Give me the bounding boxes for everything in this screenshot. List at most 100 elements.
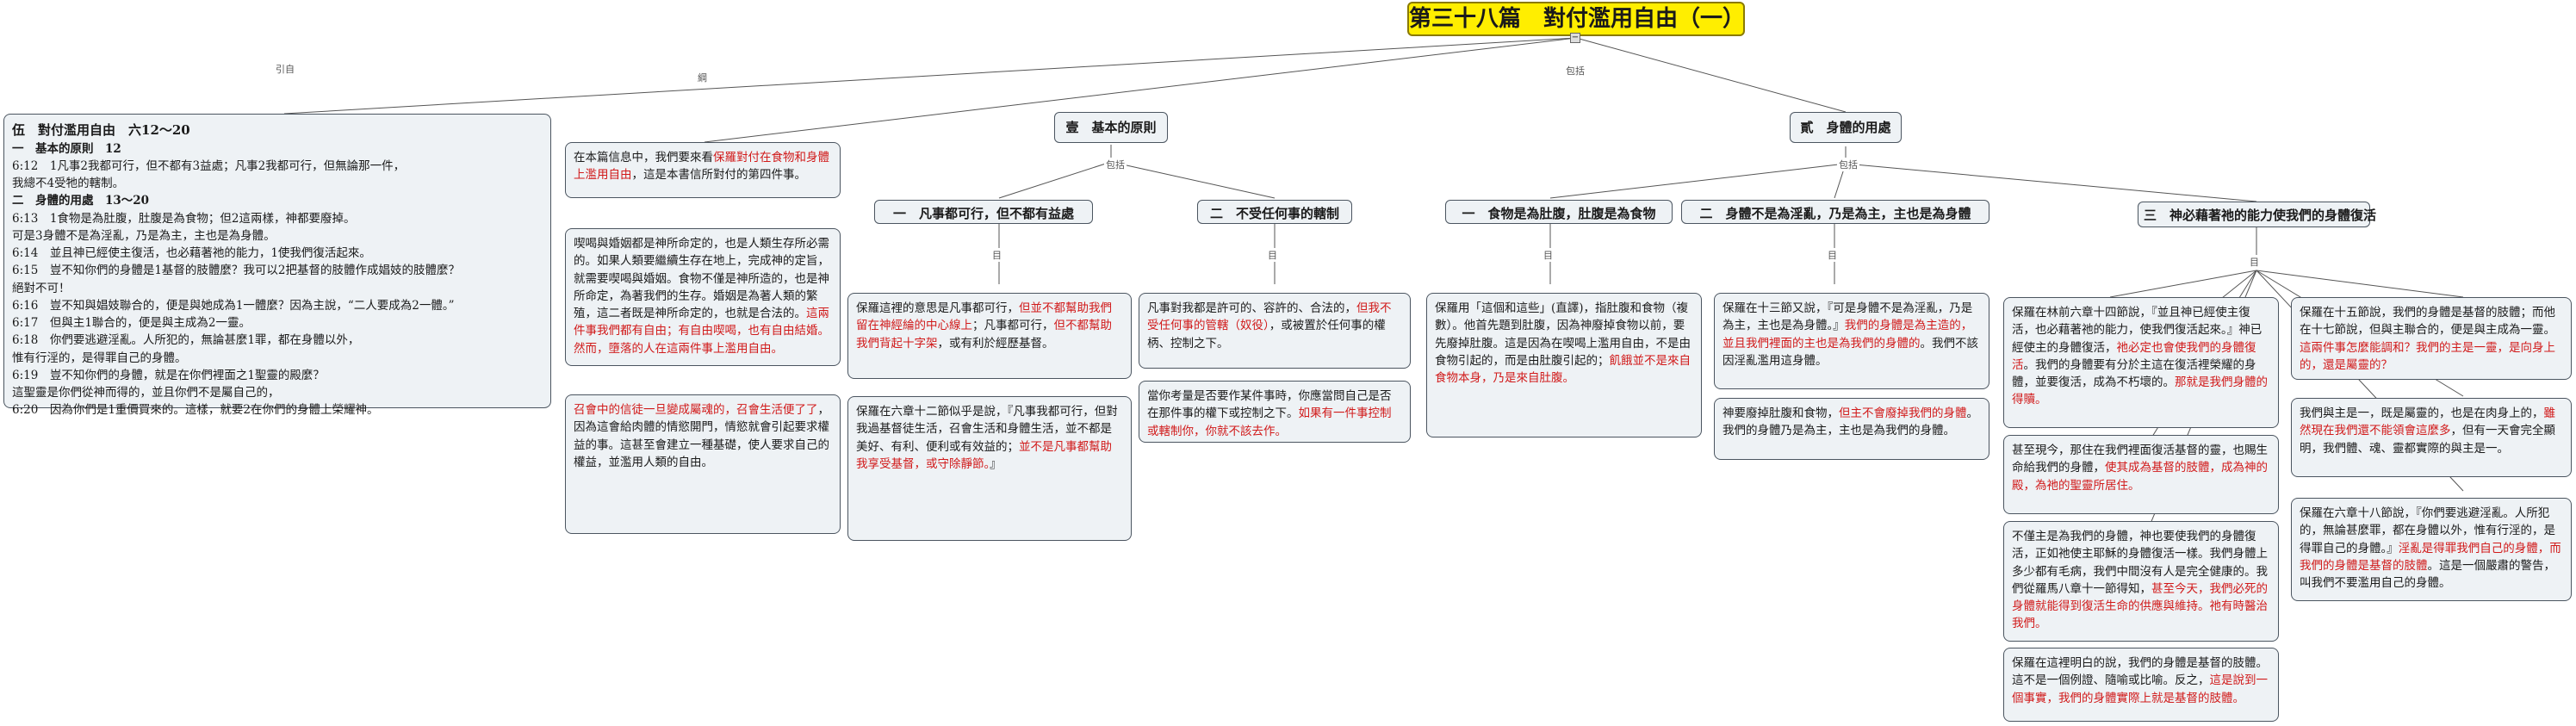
highlight-text: 但不都幫助我們背起十字架: [856, 319, 1112, 351]
section2-child2-node1[interactable]: 保羅在十三節又說，『可是身體不是為淫亂，乃是為主，主也是為身體。』我們的身體是為…: [1714, 293, 1989, 389]
scripture-line: 6:13 1食物是為肚腹，肚腹是為食物；但2這兩樣，神都要廢掉。: [12, 211, 356, 226]
highlight-text: 淫亂是得罪我們自己的身體，而我們的身體是基督的肢體: [2300, 541, 2561, 573]
node-text: 保羅這裡的意思是凡事都可行，: [856, 301, 1019, 315]
highlight-text: 如果有一件事控制或轄制你，你就不該去作。: [1147, 406, 1392, 438]
scripture-node[interactable]: 伍 對付濫用自由 六12～20 一 基本的原則 12 6:12 1凡事2我都可行，…: [3, 114, 551, 417]
node-text: ；凡事都可行，: [972, 319, 1054, 333]
highlight-text: 並不是凡事都幫助我享受基督，或守除靜節。: [856, 439, 1112, 471]
gang-node-2[interactable]: 喫喝與婚姻都是神所命定的，也是人類生存所必需的。如果人類要繼續生存在地上，完成神…: [565, 228, 841, 366]
scripture-line: 6:18 你們要逃避淫亂。人所犯的，無論甚麼1罪，都在身體以外，: [12, 333, 360, 348]
root-topic[interactable]: 第三十八篇 對付濫用自由（一）: [1407, 2, 1745, 36]
node-text: 不僅主是為我們的身體，神也要使我們的身體復活，正如祂使主耶穌的身體復活一樣。我們…: [2012, 530, 2268, 596]
section1-child2-title[interactable]: 二 不受任何事的轄制: [1197, 200, 1352, 224]
section2-child3-node7[interactable]: 保羅在六章十八節說，『你們要逃避淫亂。人所犯的，無論甚麼罪，都在身體以外，惟有行…: [2291, 498, 2572, 601]
node-text: 在本篇信息中，我們要來看: [574, 151, 713, 164]
highlight-text: 那就是我們身體的得贖。: [2012, 375, 2268, 407]
section1-title[interactable]: 壹 基本的原則: [1054, 112, 1168, 143]
edge-label-baokuo-s1: 包括: [1104, 158, 1127, 171]
highlight-text: 但我不受任何事的管轄（奴役）: [1147, 301, 1392, 333]
node-text: 。我們的身體乃是為主，主也是為我們的身體。: [1723, 406, 1978, 438]
section2-child3-title[interactable]: 三 神必藉著祂的能力使我們的身體復活: [2138, 202, 2376, 227]
section2-child3-node4[interactable]: 保羅在這裡明白的說，我們的身體是基督的肢體。這不是一個例證、隨喻或比喻。反之，這…: [2003, 648, 2279, 722]
node-text: 我們與主是一，既是屬靈的，也是在肉身上的，: [2300, 406, 2544, 420]
scripture-line: 6:20 因為你們是1重價買來的。這樣，就要2在你們的身體上榮耀神。: [12, 403, 379, 418]
gang-node-3[interactable]: 召會中的信徒一旦變成屬魂的，召會生活便了了，因為這會給肉體的情慾開門，情慾就會引…: [565, 394, 841, 534]
scripture-line: 6:16 豈不知與娼妓聯合的，便是與她成為1一體麼？因為主說，“二人要成為2一體…: [12, 298, 455, 313]
highlight-text: 召會中的信徒一旦變成屬魂的，召會生活便了了: [574, 403, 818, 417]
node-text: ，或被置於任何事的權柄、控制之下。: [1147, 319, 1386, 351]
node-text: 凡事對我都是許可的、容許的、合法的，: [1147, 301, 1356, 315]
section2-child3-node6[interactable]: 我們與主是一，既是屬靈的，也是在肉身上的，雖然現在我們還不能領會這麼多，但有一天…: [2291, 398, 2572, 477]
highlight-text: 使其成為基督的肢體，成為神的殿，為祂的聖靈所居住。: [2012, 461, 2268, 493]
node-text: 。這是一個嚴肅的警告，叫我們不要濫用自己的身體。: [2300, 558, 2555, 590]
node-text: 保羅用「這個和這些」(直譯)，指肚腹和食物（複數）。他首先題到肚腹，因為神廢掉食…: [1435, 301, 1691, 368]
highlight-text: 但主不會廢掉我們的身體: [1839, 406, 1967, 420]
highlight-text: 這兩件事我們都有自由；有自由喫喝，也有自由結婚。然而，墮落的人在這兩件事上濫用自…: [574, 307, 829, 356]
edge-label-yinzi: 引自: [274, 62, 296, 76]
edge-label-mu-3: 目: [1542, 248, 1555, 262]
scripture-line: 絕對不可！: [12, 281, 71, 295]
scripture-line: 二 身體的用處 13～20: [12, 194, 150, 208]
highlight-text: 雖然現在我們還不能領會這麼多: [2300, 406, 2555, 438]
scripture-line: 惟有行淫的，是得罪自己的身體。: [12, 351, 187, 365]
scripture-line: 6:14 並且神已經使主復活，也必藉著祂的能力，1使我們復活起來。: [12, 246, 371, 260]
gang-node-1[interactable]: 在本篇信息中，我們要來看保羅對付在食物和身體上濫用自由，這是本書信所對付的第四件…: [565, 142, 841, 198]
scripture-line: 可是3身體不是為淫亂，乃是為主，主也是為身體。: [12, 228, 276, 243]
section2-child3-node1[interactable]: 保羅在林前六章十四節說，『並且神已經使主復活，也必藉著祂的能力，使我們復活起來。…: [2003, 297, 2279, 428]
node-text: ，或有利於經歷基督。: [937, 336, 1054, 351]
highlight-text: 保羅對付在食物和身體上濫用自由: [574, 151, 829, 183]
edge-label-mu-4: 目: [1826, 248, 1839, 262]
edge-label-mu-2: 目: [1266, 248, 1279, 262]
highlight-text: 但並不都幫助我們留在神經綸的中心線上: [856, 301, 1112, 333]
scripture-line: 我總不4受牠的轄制。: [12, 177, 125, 190]
section2-child3-node5[interactable]: 保羅在十五節說，我們的身體是基督的肢體；而他在十七節說，但與主聯合的，便是與主成…: [2291, 297, 2572, 380]
node-text: 保羅在十三節又說，『可是身體不是為淫亂，乃是為主，主也是為身體。』: [1723, 301, 1973, 333]
section2-child3-node3[interactable]: 不僅主是為我們的身體，神也要使我們的身體復活，正如祂使主耶穌的身體復活一樣。我們…: [2003, 521, 2279, 642]
edge-label-baokuo-root: 包括: [1564, 64, 1586, 78]
highlight-text: 我們的身體是為主造的，並且我們裡面的主也是為我們的身體的: [1723, 319, 1973, 351]
edge-label-mu-5: 目: [2248, 255, 2261, 269]
section1-child1-node2[interactable]: 保羅在六章十二節似乎是說，『凡事我都可行，但對我過基督徒生活，召會生活和身體生活…: [847, 396, 1132, 541]
node-text: ，這是本書信所對付的第四件事。: [631, 168, 807, 183]
node-text: 保羅在六章十八節說，『你們要逃避淫亂。人所犯的，無論甚麼罪，都在身體以外，惟有行…: [2300, 506, 2555, 555]
highlight-text: 這是說到一個事實，我們的身體實際上就是基督的肢體。: [2012, 673, 2268, 705]
node-text: 保羅在六章十二節似乎是說，『凡事我都可行，但對我過基督徒生活，召會生活和身體生活…: [856, 405, 1118, 454]
node-text: ，但有一天會完全顯明，我們體、魂、靈都實際的與主是一。: [2300, 424, 2555, 456]
scripture-heading: 伍 對付濫用自由 六12～20: [12, 122, 190, 138]
collapse-toggle[interactable]: −: [1570, 33, 1580, 43]
highlight-text: 這兩件事怎麼能調和？我們的主是一靈，是向身上的，還是屬靈的？: [2300, 340, 2555, 372]
scripture-line: 一 基本的原則 12: [12, 141, 121, 156]
node-text: 。我們不該因淫亂濫用這身體。: [1723, 336, 1978, 368]
section2-child3-node2[interactable]: 甚至現今，那住在我們裡面復活基督的靈，也賜生命給我們的身體，使其成為基督的肢體，…: [2003, 435, 2279, 514]
section2-child2-title[interactable]: 二 身體不是為淫亂，乃是為主，主也是為身體: [1681, 200, 1989, 224]
scripture-line: 6:19 豈不知你們的身體，就是在你們裡面之1聖靈的殿麼？: [12, 368, 325, 382]
scripture-line: 這聖靈是你們從神而得的，並且你們不是屬自己的，: [12, 386, 280, 400]
node-text: 保羅在林前六章十四節說，『並且神已經使主復活，也必藉著祂的能力，使我們復活起來。…: [2012, 306, 2263, 355]
scripture-line: 6:12 1凡事2我都可行，但不都有3益處；凡事2我都可行，但無論那一件，: [12, 158, 406, 173]
edge-label-mu-1: 目: [990, 248, 1003, 262]
section2-child2-node2[interactable]: 神要廢掉肚腹和食物，但主不會廢掉我們的身體。我們的身體乃是為主，主也是為我們的身…: [1714, 398, 1989, 460]
section1-child1-node1[interactable]: 保羅這裡的意思是凡事都可行，但並不都幫助我們留在神經綸的中心線上；凡事都可行，但…: [847, 293, 1132, 379]
section2-title[interactable]: 貳 身體的用處: [1790, 112, 1902, 143]
section1-child2-node2[interactable]: 當你考量是否要作某件事時，你應當問自己是否在那件事的權下或控制之下。如果有一件事…: [1139, 381, 1411, 443]
highlight-text: 祂必定也會使我們的身體復活: [2012, 340, 2256, 372]
section2-child1-node1[interactable]: 保羅用「這個和這些」(直譯)，指肚腹和食物（複數）。他首先題到肚腹，因為神廢掉食…: [1426, 293, 1702, 437]
edge-label-baokuo-s2: 包括: [1837, 158, 1859, 171]
node-text: 』: [990, 456, 1002, 471]
highlight-text: 飢餓並不是來自食物本身，乃是來自肚腹。: [1435, 353, 1691, 385]
section1-child2-node1[interactable]: 凡事對我都是許可的、容許的、合法的，但我不受任何事的管轄（奴役），或被置於任何事…: [1139, 293, 1411, 369]
scripture-line: 6:15 豈不知你們的身體是1基督的肢體麼？我可以2把基督的肢體作成娼妓的肢體麼…: [12, 264, 460, 278]
node-text: 喫喝與婚姻都是神所命定的，也是人類生存所必需的。如果人類要繼續生存在地上，完成神…: [574, 237, 829, 320]
highlight-text: 甚至今天，我們必死的身體就能得到復活生命的供應與維持。祂有時醫治我們。: [2012, 581, 2268, 631]
node-text: 甚至現今，那住在我們裡面復活基督的靈，也賜生命給我們的身體，: [2012, 444, 2268, 475]
scripture-lines: 一 基本的原則 12 6:12 1凡事2我都可行，但不都有3益處；凡事2我都可行，…: [12, 140, 543, 419]
node-text: 當你考量是否要作某件事時，你應當問自己是否在那件事的權下或控制之下。: [1147, 389, 1392, 421]
edge-label-gang: 綱: [696, 71, 709, 84]
node-text: 保羅在十五節說，我們的身體是基督的肢體；而他在十七節說，但與主聯合的，便是與主成…: [2300, 306, 2555, 338]
node-text: 神要廢掉肚腹和食物，: [1723, 406, 1839, 420]
section2-child1-title[interactable]: 一 食物是為肚腹，肚腹是為食物: [1445, 200, 1673, 224]
node-text: 。我們的身體要有分於主這在復活裡榮耀的身體，並要復活，成為不朽壞的。: [2012, 357, 2256, 389]
section1-child1-title[interactable]: 一 凡事都可行，但不都有益處: [874, 200, 1093, 224]
node-text: 保羅在這裡明白的說，我們的身體是基督的肢體。這不是一個例證、隨喻或比喻。反之，: [2012, 656, 2268, 688]
node-text: ，因為這會給肉體的情慾開門，情慾就會引起要求權益的事。這甚至會建立一種基礎，使人…: [574, 403, 829, 469]
